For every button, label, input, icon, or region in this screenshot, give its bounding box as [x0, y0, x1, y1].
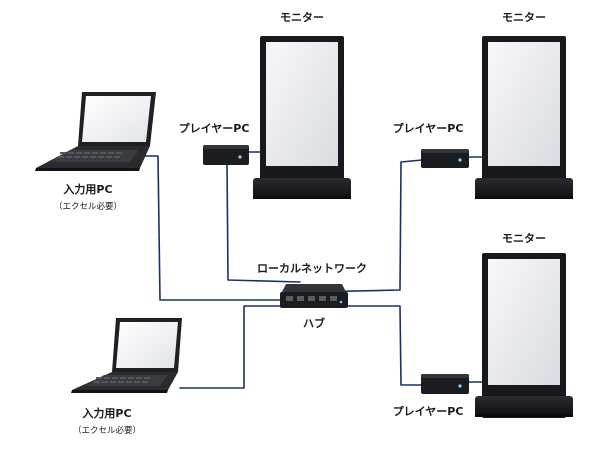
monitor-3-label: モニター [502, 232, 546, 245]
monitor-1 [253, 36, 351, 199]
player-device-2 [421, 149, 469, 168]
cable-player1-hub [226, 161, 301, 283]
player-device-3 [421, 374, 469, 394]
cable-laptop1-hub [143, 155, 291, 301]
player-2-label: プレイヤーPC [392, 122, 464, 135]
input-pc-1-note: （エクセル必要） [53, 202, 123, 212]
input-pc-1-label: 入力用PC [63, 183, 113, 196]
player-device-1 [203, 145, 249, 165]
monitor-2-label: モニター [502, 11, 546, 24]
laptop-1 [35, 92, 156, 171]
input-pc-2-note: （エクセル必要） [72, 426, 142, 436]
cables [143, 151, 485, 389]
cable-hub-laptop2 [179, 305, 303, 389]
hub-label: ハブ [303, 317, 325, 330]
laptop-2 [71, 318, 182, 393]
monitor-3 [475, 253, 573, 418]
player-1-label: プレイヤーPC [178, 122, 250, 135]
local-network-label: ローカルネットワーク [257, 262, 367, 275]
cable-hub-player3 [317, 305, 423, 386]
network-hub [280, 284, 348, 308]
monitor-1-label: モニター [280, 11, 324, 24]
monitor-2 [475, 36, 573, 199]
cable-hub-player2 [307, 159, 423, 293]
input-pc-2-label: 入力用PC [82, 407, 132, 420]
player-3-label: プレイヤーPC [392, 405, 464, 418]
